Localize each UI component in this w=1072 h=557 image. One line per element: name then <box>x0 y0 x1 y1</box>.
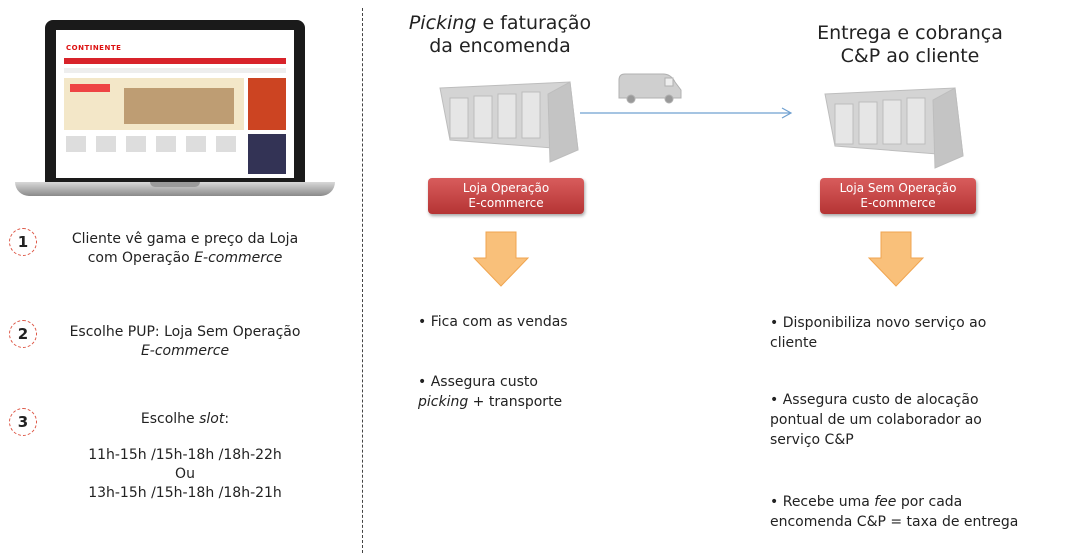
right-bullet-3-em: fee <box>874 494 897 510</box>
right-bullet-1-line2: cliente <box>770 335 818 351</box>
picking-heading-rest: e faturação <box>476 12 592 34</box>
right-bullet-3-a: Recebe uma <box>782 494 875 510</box>
bullet-dot: • <box>418 314 431 330</box>
laptop-base <box>15 182 335 196</box>
badge-right-line1: Loja Sem Operação <box>839 181 957 195</box>
step-1-line2: com Operação E-commerce <box>40 249 330 268</box>
step-3-line1: Escolhe slot: <box>40 410 330 429</box>
step-3-slot-em: slot <box>199 411 225 427</box>
right-bullet-2: • Assegura custo de alocação pontual de … <box>770 390 982 450</box>
store-flow-graphic <box>439 73 964 169</box>
badge-right-line2: E-commerce <box>860 196 936 210</box>
step-2-line2: E-commerce <box>40 342 330 361</box>
right-bullet-3-line2: encomenda C&P = taxa de entrega <box>770 514 1019 530</box>
bullet-dot: • <box>418 374 431 390</box>
product-thumb <box>66 136 86 152</box>
product-thumb <box>216 136 236 152</box>
left-bullet-1-text: Fica com as vendas <box>430 314 568 330</box>
slot-options-1: 11h-15h /15h-18h /18h-22h <box>88 447 282 463</box>
side-promo <box>248 134 286 174</box>
step-2-line1: Escolhe PUP: Loja Sem Operação <box>69 324 301 340</box>
store-building-icon <box>439 81 579 163</box>
step-1-line2-em: E-commerce <box>194 250 283 266</box>
van-icon <box>618 73 682 104</box>
banner-tag <box>70 84 110 92</box>
badge-left-line1: Loja Operação <box>462 181 550 195</box>
step-3-text: Escolhe slot: 11h-15h /15h-18h /18h-22h … <box>40 410 330 503</box>
bullet-dot: • <box>770 392 783 408</box>
product-thumb <box>156 136 176 152</box>
picking-heading-em: Picking <box>408 12 477 34</box>
site-banner <box>64 78 244 130</box>
right-bullet-2-line1: Assegura custo de alocação <box>782 392 979 408</box>
delivery-heading-line2: C&P ao cliente <box>840 45 980 67</box>
step-1-number: 1 <box>9 228 37 256</box>
laptop-notch <box>150 182 200 187</box>
slot-options-2: 13h-15h /15h-18h /18h-21h <box>88 485 282 501</box>
picking-heading: Picking e faturação da encomenda <box>400 12 600 58</box>
right-bullet-3-b: por cada <box>896 494 963 510</box>
site-menu <box>64 68 286 73</box>
step-1-text: Cliente vê gama e preço da Loja com Oper… <box>40 230 330 268</box>
product-thumb <box>126 136 146 152</box>
flow-arrow-head <box>781 107 793 119</box>
right-bullet-3: • Recebe uma fee por cada encomenda C&P … <box>770 492 1018 532</box>
picking-heading-line2: da encomenda <box>429 35 571 57</box>
badge-left-line2: E-commerce <box>468 196 544 210</box>
right-bullet-1: • Disponibiliza novo serviço ao cliente <box>770 313 986 353</box>
left-bullet-2-rest: + transporte <box>468 394 563 410</box>
step-2-text: Escolhe PUP: Loja Sem Operação E-commerc… <box>40 323 330 361</box>
step-1-line1: Cliente vê gama e preço da Loja <box>71 231 299 247</box>
laptop-illustration: CONTINENTE <box>15 20 335 198</box>
step-2-line2-em: E-commerce <box>140 343 230 359</box>
store-building-icon <box>824 87 964 169</box>
site-nav-bar <box>64 58 286 64</box>
right-bullet-2-line2: pontual de um colaborador ao <box>770 412 982 428</box>
left-bullet-1: • Fica com as vendas <box>418 312 568 332</box>
delivery-heading: Entrega e cobrança C&P ao cliente <box>795 22 1025 68</box>
banner-image <box>124 88 234 124</box>
step-2-number: 2 <box>9 320 37 348</box>
step-3-colon: : <box>224 411 230 427</box>
side-banner <box>248 78 286 130</box>
left-bullet-2: • Assegura custo picking + transporte <box>418 372 562 412</box>
picking-heading-line1: Picking e faturação <box>400 12 600 35</box>
laptop-screen: CONTINENTE <box>56 30 294 178</box>
slot-or: Ou <box>175 466 195 482</box>
bullet-dot: • <box>770 494 783 510</box>
step-1-line2-text: com Operação <box>87 250 195 266</box>
product-thumb <box>96 136 116 152</box>
right-bullet-2-line3: serviço C&P <box>770 432 854 448</box>
step-3-label: Escolhe <box>140 411 200 427</box>
step-3-number: 3 <box>9 408 37 436</box>
down-arrow-icon <box>472 231 530 287</box>
left-bullet-2-em: picking <box>418 394 469 410</box>
right-bullet-1-line1: Disponibiliza novo serviço ao <box>782 315 987 331</box>
column-divider <box>362 8 363 553</box>
delivery-heading-line1: Entrega e cobrança <box>817 22 1003 44</box>
left-bullet-2-line1: Assegura custo <box>430 374 538 390</box>
product-thumb <box>186 136 206 152</box>
down-arrow-icon <box>867 231 925 287</box>
store-logo: CONTINENTE <box>66 44 122 52</box>
bullet-dot: • <box>770 315 783 331</box>
